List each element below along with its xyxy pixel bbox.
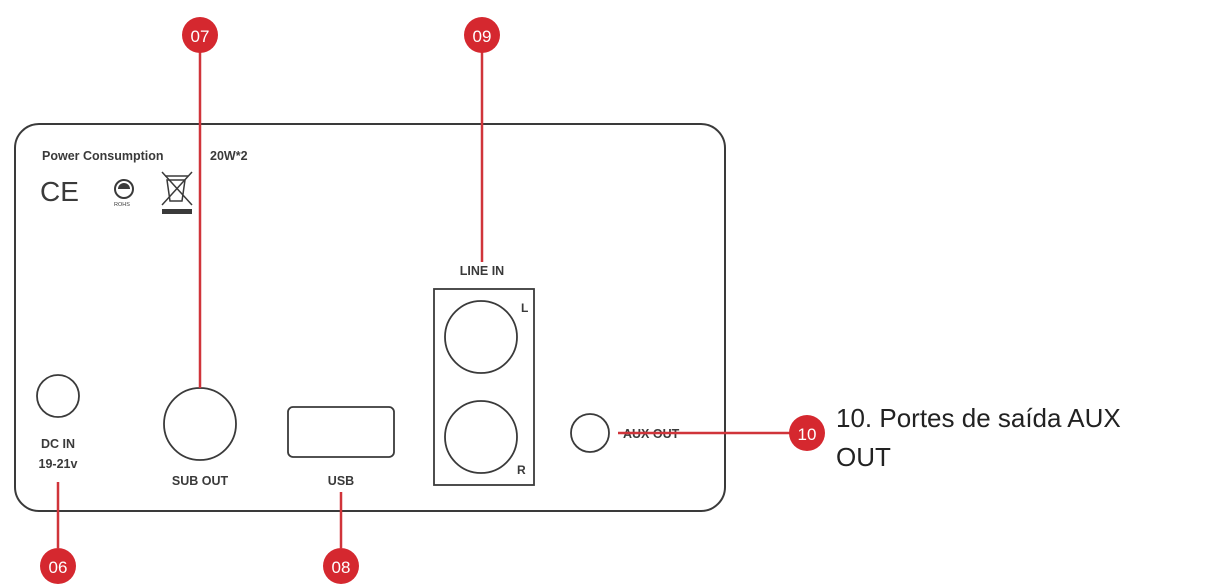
marker-09: 09 <box>464 17 500 53</box>
aux-out-port <box>570 413 610 453</box>
sub-out-port <box>163 387 237 461</box>
marker-08: 08 <box>323 548 359 584</box>
sub-out-label: SUB OUT <box>172 474 229 488</box>
dc-in-voltage-label: 19-21v <box>39 457 78 471</box>
marker-10: 10 <box>789 415 825 451</box>
device-panel <box>14 123 726 512</box>
usb-label: USB <box>328 474 354 488</box>
rohs-label: ROHS <box>114 202 130 208</box>
line-in-block <box>433 288 535 486</box>
left-channel-label: L <box>521 301 528 315</box>
marker-09-label: 09 <box>473 27 492 46</box>
right-channel-label: R <box>517 463 526 477</box>
marker-06-label: 06 <box>49 558 68 577</box>
power-consumption-label: Power Consumption <box>42 149 164 163</box>
line-in-label: LINE IN <box>460 264 504 278</box>
weee-bin-icon <box>161 171 193 214</box>
marker-10-label: 10 <box>798 425 817 444</box>
marker-08-label: 08 <box>332 558 351 577</box>
caption-line-2: OUT <box>836 442 891 472</box>
marker-07: 07 <box>182 17 218 53</box>
ce-mark: CE <box>40 176 79 207</box>
marker-07-label: 07 <box>191 27 210 46</box>
dc-in-port <box>36 374 80 418</box>
usb-port <box>287 406 395 458</box>
caption-line-1: 10. Portes de saída AUX <box>836 403 1121 433</box>
power-consumption-value: 20W*2 <box>210 149 248 163</box>
marker-06: 06 <box>40 548 76 584</box>
dc-in-label: DC IN <box>41 437 75 451</box>
line-in-left-port <box>444 300 518 374</box>
rohs-icon <box>114 179 134 199</box>
line-in-right-port <box>444 400 518 474</box>
